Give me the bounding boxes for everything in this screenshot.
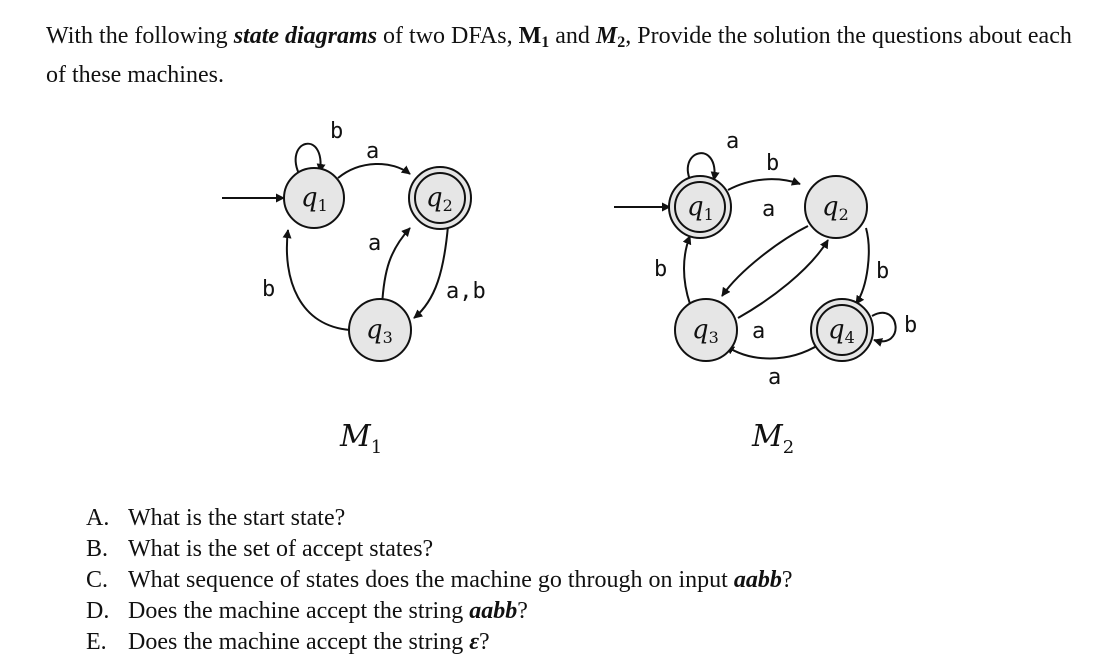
m2-edge-q4-q3 (725, 343, 821, 360)
m2-state-q3 (674, 298, 738, 362)
m2-label-q3-q2: a (752, 319, 765, 344)
intro-and: and (549, 23, 596, 49)
m1-state-q2 (414, 172, 466, 224)
intro-emphasis: state diagrams (233, 23, 378, 49)
m1-state-q1 (283, 167, 345, 229)
m2-label-q1-q2: b (766, 151, 779, 176)
intro-text-2: of two DFAs, (377, 23, 519, 49)
intro-m1: M1 (518, 23, 550, 51)
m2-edge-q4-loop (871, 312, 897, 347)
machine-m1: q1 q2 q3 b a a a,b b M1 (222, 119, 486, 458)
m2-label-q4-q3: a (768, 365, 781, 390)
m1-edge-q3-q1 (282, 229, 351, 331)
m1-edge-q3-q2 (381, 227, 411, 307)
m1-edge-q2-q3 (413, 225, 449, 319)
m2-edge-q2-q4 (855, 227, 870, 305)
m1-state-q3 (348, 298, 412, 362)
intro-m2: M2 (595, 23, 626, 51)
m1-label-q1-loop: b (330, 119, 343, 144)
m2-q3-label: q3 (692, 315, 719, 347)
question-e: E.Does the machine accept the string ε? (86, 629, 490, 655)
m2-state-q1 (674, 181, 726, 233)
question-a: A.What is the start state? (86, 505, 346, 531)
m2-label-q1-loop: a (726, 129, 739, 154)
m1-label-q3-q1: b (262, 277, 275, 302)
m2-name: M2 (751, 419, 794, 458)
question-b: B.What is the set of accept states? (86, 536, 434, 562)
m2-label-q2-q4: b (876, 259, 889, 284)
m2-q2-label: q2 (822, 192, 849, 224)
m2-label-q2-q3: a (762, 197, 775, 222)
intro-paragraph: With the following state diagrams of two… (46, 20, 1096, 92)
m2-edge-q2-q3 (721, 225, 809, 297)
m2-q1-label: q1 (687, 192, 714, 224)
m2-label-q4-loop: b (904, 313, 917, 338)
m1-edge-q1-loop (294, 142, 326, 177)
m2-state-q4 (816, 304, 868, 356)
m1-label-q1-q2: a (366, 139, 379, 164)
machine-m2: q1 q2 q3 q4 a b a b a b a b M2 (614, 129, 917, 458)
intro-text-3: , Provide the solution the questions abo… (46, 23, 1072, 88)
intro-text-1: With the following (46, 23, 234, 49)
m2-label-q3-q1: b (654, 257, 667, 282)
m1-label-q2-q3: a,b (446, 279, 486, 304)
dfa-diagrams: q1 q2 q3 b a a a,b b M1 q1 q2 (222, 119, 917, 458)
m1-q1-label: q1 (301, 183, 328, 215)
m2-q4-label: q4 (828, 315, 855, 347)
m1-label-q3-q2: a (368, 231, 381, 256)
m2-edge-q3-q2 (737, 239, 829, 319)
question-c: C.What sequence of states does the machi… (86, 567, 793, 593)
m1-name: M1 (339, 419, 382, 458)
m1-edge-q1-q2 (337, 163, 411, 179)
m2-edge-q1-loop (686, 152, 720, 185)
m2-state-q2 (804, 175, 868, 239)
question-list: A.What is the start state? B.What is the… (86, 503, 793, 658)
m1-q3-label: q3 (366, 315, 393, 347)
m2-edge-q1-q2 (727, 177, 801, 191)
question-d: D.Does the machine accept the string aab… (86, 598, 528, 624)
m2-edge-q3-q1 (682, 235, 692, 305)
m1-q2-label: q2 (426, 183, 453, 215)
